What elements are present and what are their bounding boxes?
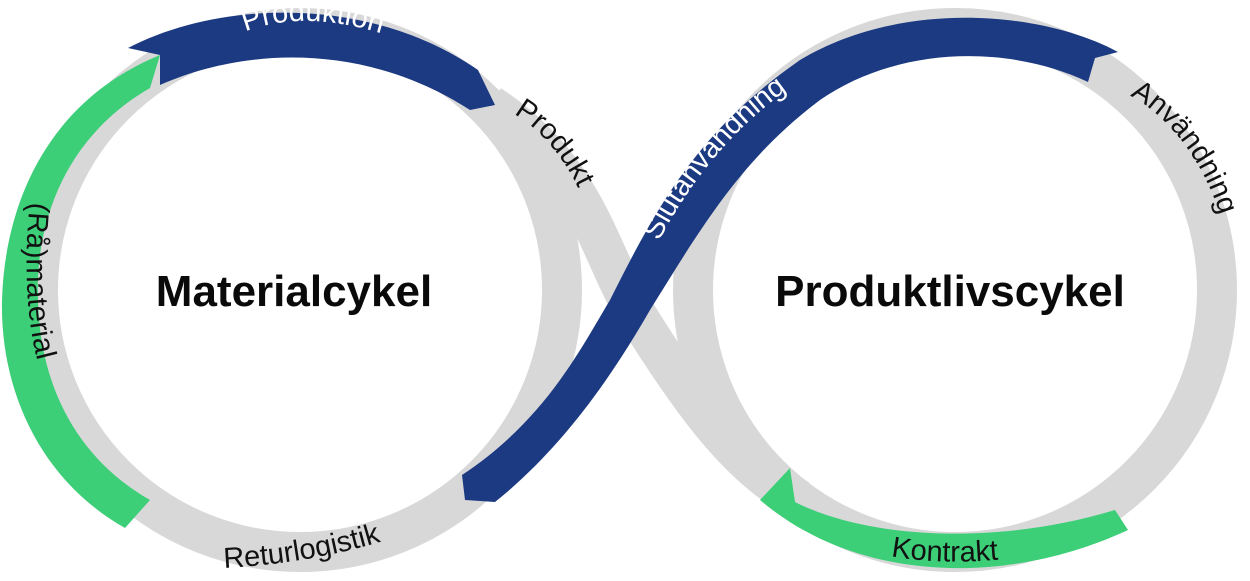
segment-kontrakt — [760, 468, 1128, 569]
segment-slutanvandning — [462, 17, 1118, 502]
label-kontrakt: Kontrakt — [890, 531, 999, 568]
title-materialcykel: Materialcykel — [156, 267, 432, 316]
segment-produktion — [128, 12, 495, 110]
segment-ramaterial — [1, 55, 160, 528]
title-produktlivscykel: Produktlivscykel — [775, 267, 1125, 316]
